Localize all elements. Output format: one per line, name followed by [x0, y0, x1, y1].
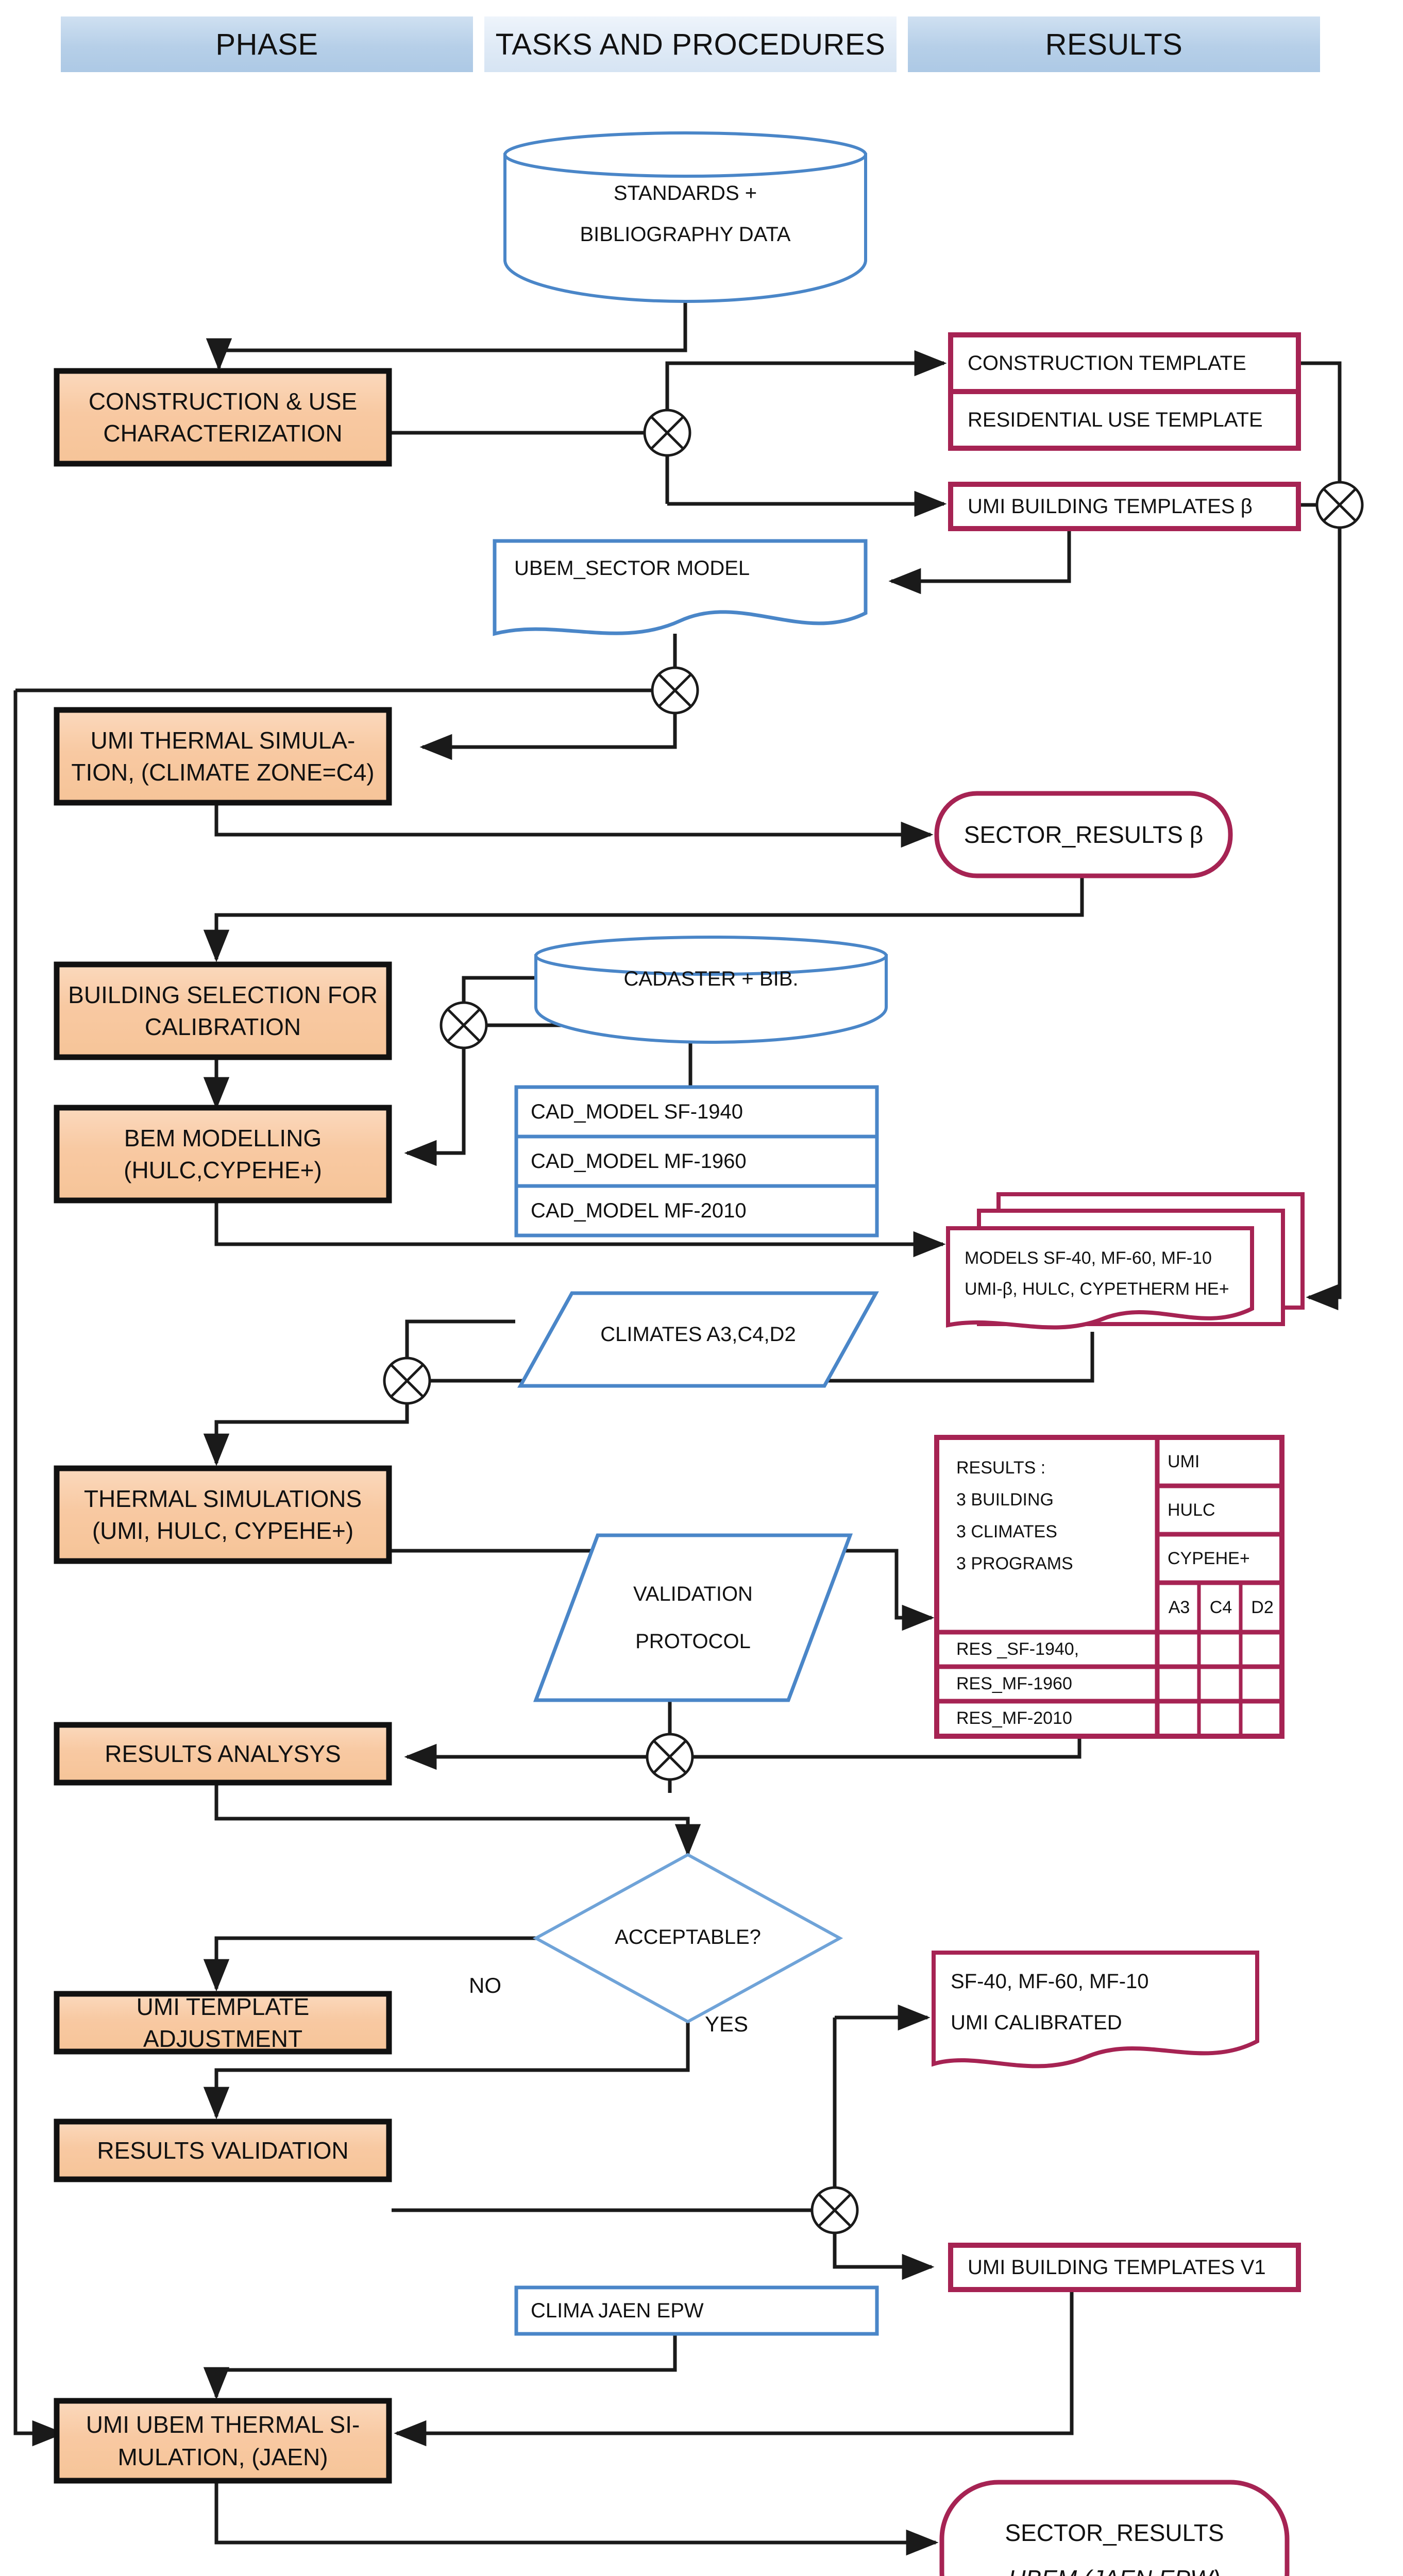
node-sector-results-ubem — [939, 2480, 1290, 2576]
umi-calibrated-doc-label-line1: SF-40, MF-60, MF-10 — [951, 1970, 1149, 1993]
column-header-tasks: TASKS AND PROCEDURES — [484, 16, 897, 72]
junction-or-2 — [651, 666, 699, 715]
residential-use-template-label: RESIDENTIAL USE TEMPLATE — [968, 409, 1263, 431]
node-building-selection — [54, 961, 392, 1060]
junction-or-right — [1315, 481, 1364, 529]
node-umi-calibrated-doc — [932, 1951, 1259, 2069]
sector-results-ubem-label: SECTOR_RESULTS UBEM (JAEN.EPW) — [1005, 2519, 1224, 2576]
junction-or-4 — [383, 1357, 431, 1405]
construction-template-label: CONSTRUCTION TEMPLATE — [968, 352, 1246, 375]
models-stack-label-line1: MODELS SF-40, MF-60, MF-10 — [965, 1248, 1212, 1268]
cad-model-mf2010-label: CAD_MODEL MF-2010 — [531, 1199, 747, 1222]
node-residential-use-template — [948, 389, 1301, 451]
validation-protocol-label: VALIDATION PROTOCOL — [633, 1583, 753, 1653]
results-table-row-2: RES_MF-2010 — [956, 1708, 1072, 1728]
node-thermal-simulations — [54, 1465, 392, 1564]
construction-use-label: CONSTRUCTION & USE CHARACTERIZATION — [88, 387, 358, 447]
results-table-summary-1: 3 BUILDING — [956, 1489, 1054, 1510]
node-results-validation — [54, 2119, 392, 2182]
cadaster-db-label: CADASTER + BIB. — [623, 968, 799, 990]
edge-label-no: NO — [469, 1973, 501, 1997]
models-stack-label-line2: UMI-β, HULC, CYPETHERM HE+ — [965, 1279, 1229, 1299]
node-results-analysys — [54, 1722, 392, 1786]
node-umi-template-adjustment — [54, 1991, 392, 2055]
node-validation-protocol — [533, 1533, 853, 1702]
results-table-summary-3: 3 PROGRAMS — [956, 1553, 1073, 1573]
results-table-climate-a3: A3 — [1168, 1597, 1190, 1617]
cad-model-mf1960-label: CAD_MODEL MF-1960 — [531, 1150, 747, 1173]
junction-or-3 — [440, 1001, 488, 1049]
results-table-climate-d2: D2 — [1251, 1597, 1274, 1617]
node-ubem-sector-model — [493, 539, 868, 636]
umi-calibrated-doc-label-line2: UMI CALIBRATED — [951, 2011, 1122, 2034]
node-umi-thermal-sim — [54, 707, 392, 806]
node-cad-model-mf2010 — [514, 1184, 879, 1238]
column-header-phase-label: PHASE — [215, 27, 318, 61]
column-header-results-label: RESULTS — [1045, 27, 1183, 61]
results-table-program-cypehe: CYPEHE+ — [1168, 1548, 1250, 1568]
ubem-sector-model-label: UBEM_SECTOR MODEL — [514, 557, 750, 580]
column-header-phase: PHASE — [61, 16, 473, 72]
node-clima-jaen-epw — [514, 2285, 879, 2336]
results-analysys-label: RESULTS ANALYSYS — [105, 1740, 341, 1767]
results-table-row-1: RES_MF-1960 — [956, 1674, 1072, 1693]
node-acceptable-decision — [532, 1853, 843, 2024]
results-table-row-0: RES _SF-1940, — [956, 1639, 1079, 1659]
node-umi-building-templates-beta — [948, 482, 1301, 531]
sector-results-beta-label: SECTOR_RESULTS β — [963, 821, 1204, 848]
node-cadaster-db — [534, 936, 888, 1044]
node-results-table — [934, 1435, 1284, 1739]
column-header-tasks-label: TASKS AND PROCEDURES — [495, 27, 886, 61]
node-bem-modelling — [54, 1105, 392, 1204]
node-umi-building-templates-v1 — [948, 2243, 1301, 2292]
node-construction-use — [54, 368, 392, 467]
results-validation-label: RESULTS VALIDATION — [97, 2137, 349, 2164]
results-table-summary-0: RESULTS : — [956, 1458, 1046, 1478]
junction-or-1 — [643, 409, 691, 457]
clima-jaen-epw-label: CLIMA JAEN EPW — [531, 2299, 704, 2322]
cad-model-sf1940-label: CAD_MODEL SF-1940 — [531, 1100, 743, 1123]
column-header-results: RESULTS — [908, 16, 1320, 72]
standards-db-label-line2: BIBLIOGRAPHY DATA — [580, 223, 791, 246]
building-selection-label: BUILDING SELECTION FOR CALIBRATION — [68, 981, 378, 1040]
climates-input-label: CLIMATES A3,C4,D2 — [600, 1323, 796, 1346]
node-construction-template — [948, 332, 1301, 394]
results-table-climate-c4: C4 — [1209, 1597, 1232, 1617]
node-standards-db — [503, 131, 867, 303]
node-climates-input — [517, 1291, 879, 1388]
results-table-program-umi: UMI — [1168, 1451, 1200, 1471]
acceptable-decision-label: ACCEPTABLE? — [615, 1926, 761, 1948]
results-table-program-hulc: HULC — [1168, 1500, 1215, 1520]
thermal-simulations-label: THERMAL SIMULATIONS (UMI, HULC, CYPEHE+) — [83, 1485, 362, 1544]
umi-template-adjustment-label: UMI TEMPLATE ADJUSTMENT — [136, 1993, 310, 2052]
standards-db-label-line1: STANDARDS + — [613, 182, 757, 205]
umi-ubem-thermal-sim-label: UMI UBEM THERMAL SI- MULATION, (JAEN) — [86, 2411, 360, 2470]
umi-thermal-sim-label: UMI THERMAL SIMULA- TION, (CLIMATE ZONE=… — [71, 726, 375, 786]
junction-or-6 — [810, 2186, 859, 2234]
node-umi-ubem-thermal-sim — [54, 2398, 392, 2484]
junction-or-5 — [646, 1733, 694, 1781]
node-sector-results-beta — [934, 791, 1233, 878]
umi-building-templates-v1-label: UMI BUILDING TEMPLATES V1 — [968, 2256, 1266, 2279]
bem-modelling-label: BEM MODELLING (HULC,CYPEHE+) — [124, 1124, 322, 1183]
umi-building-templates-beta-label: UMI BUILDING TEMPLATES β — [968, 495, 1253, 518]
results-table-summary-2: 3 CLIMATES — [956, 1521, 1057, 1541]
node-cad-model-sf1940 — [514, 1085, 879, 1139]
node-models-stack — [946, 1192, 1305, 1330]
edge-label-yes: YES — [705, 2012, 749, 2036]
